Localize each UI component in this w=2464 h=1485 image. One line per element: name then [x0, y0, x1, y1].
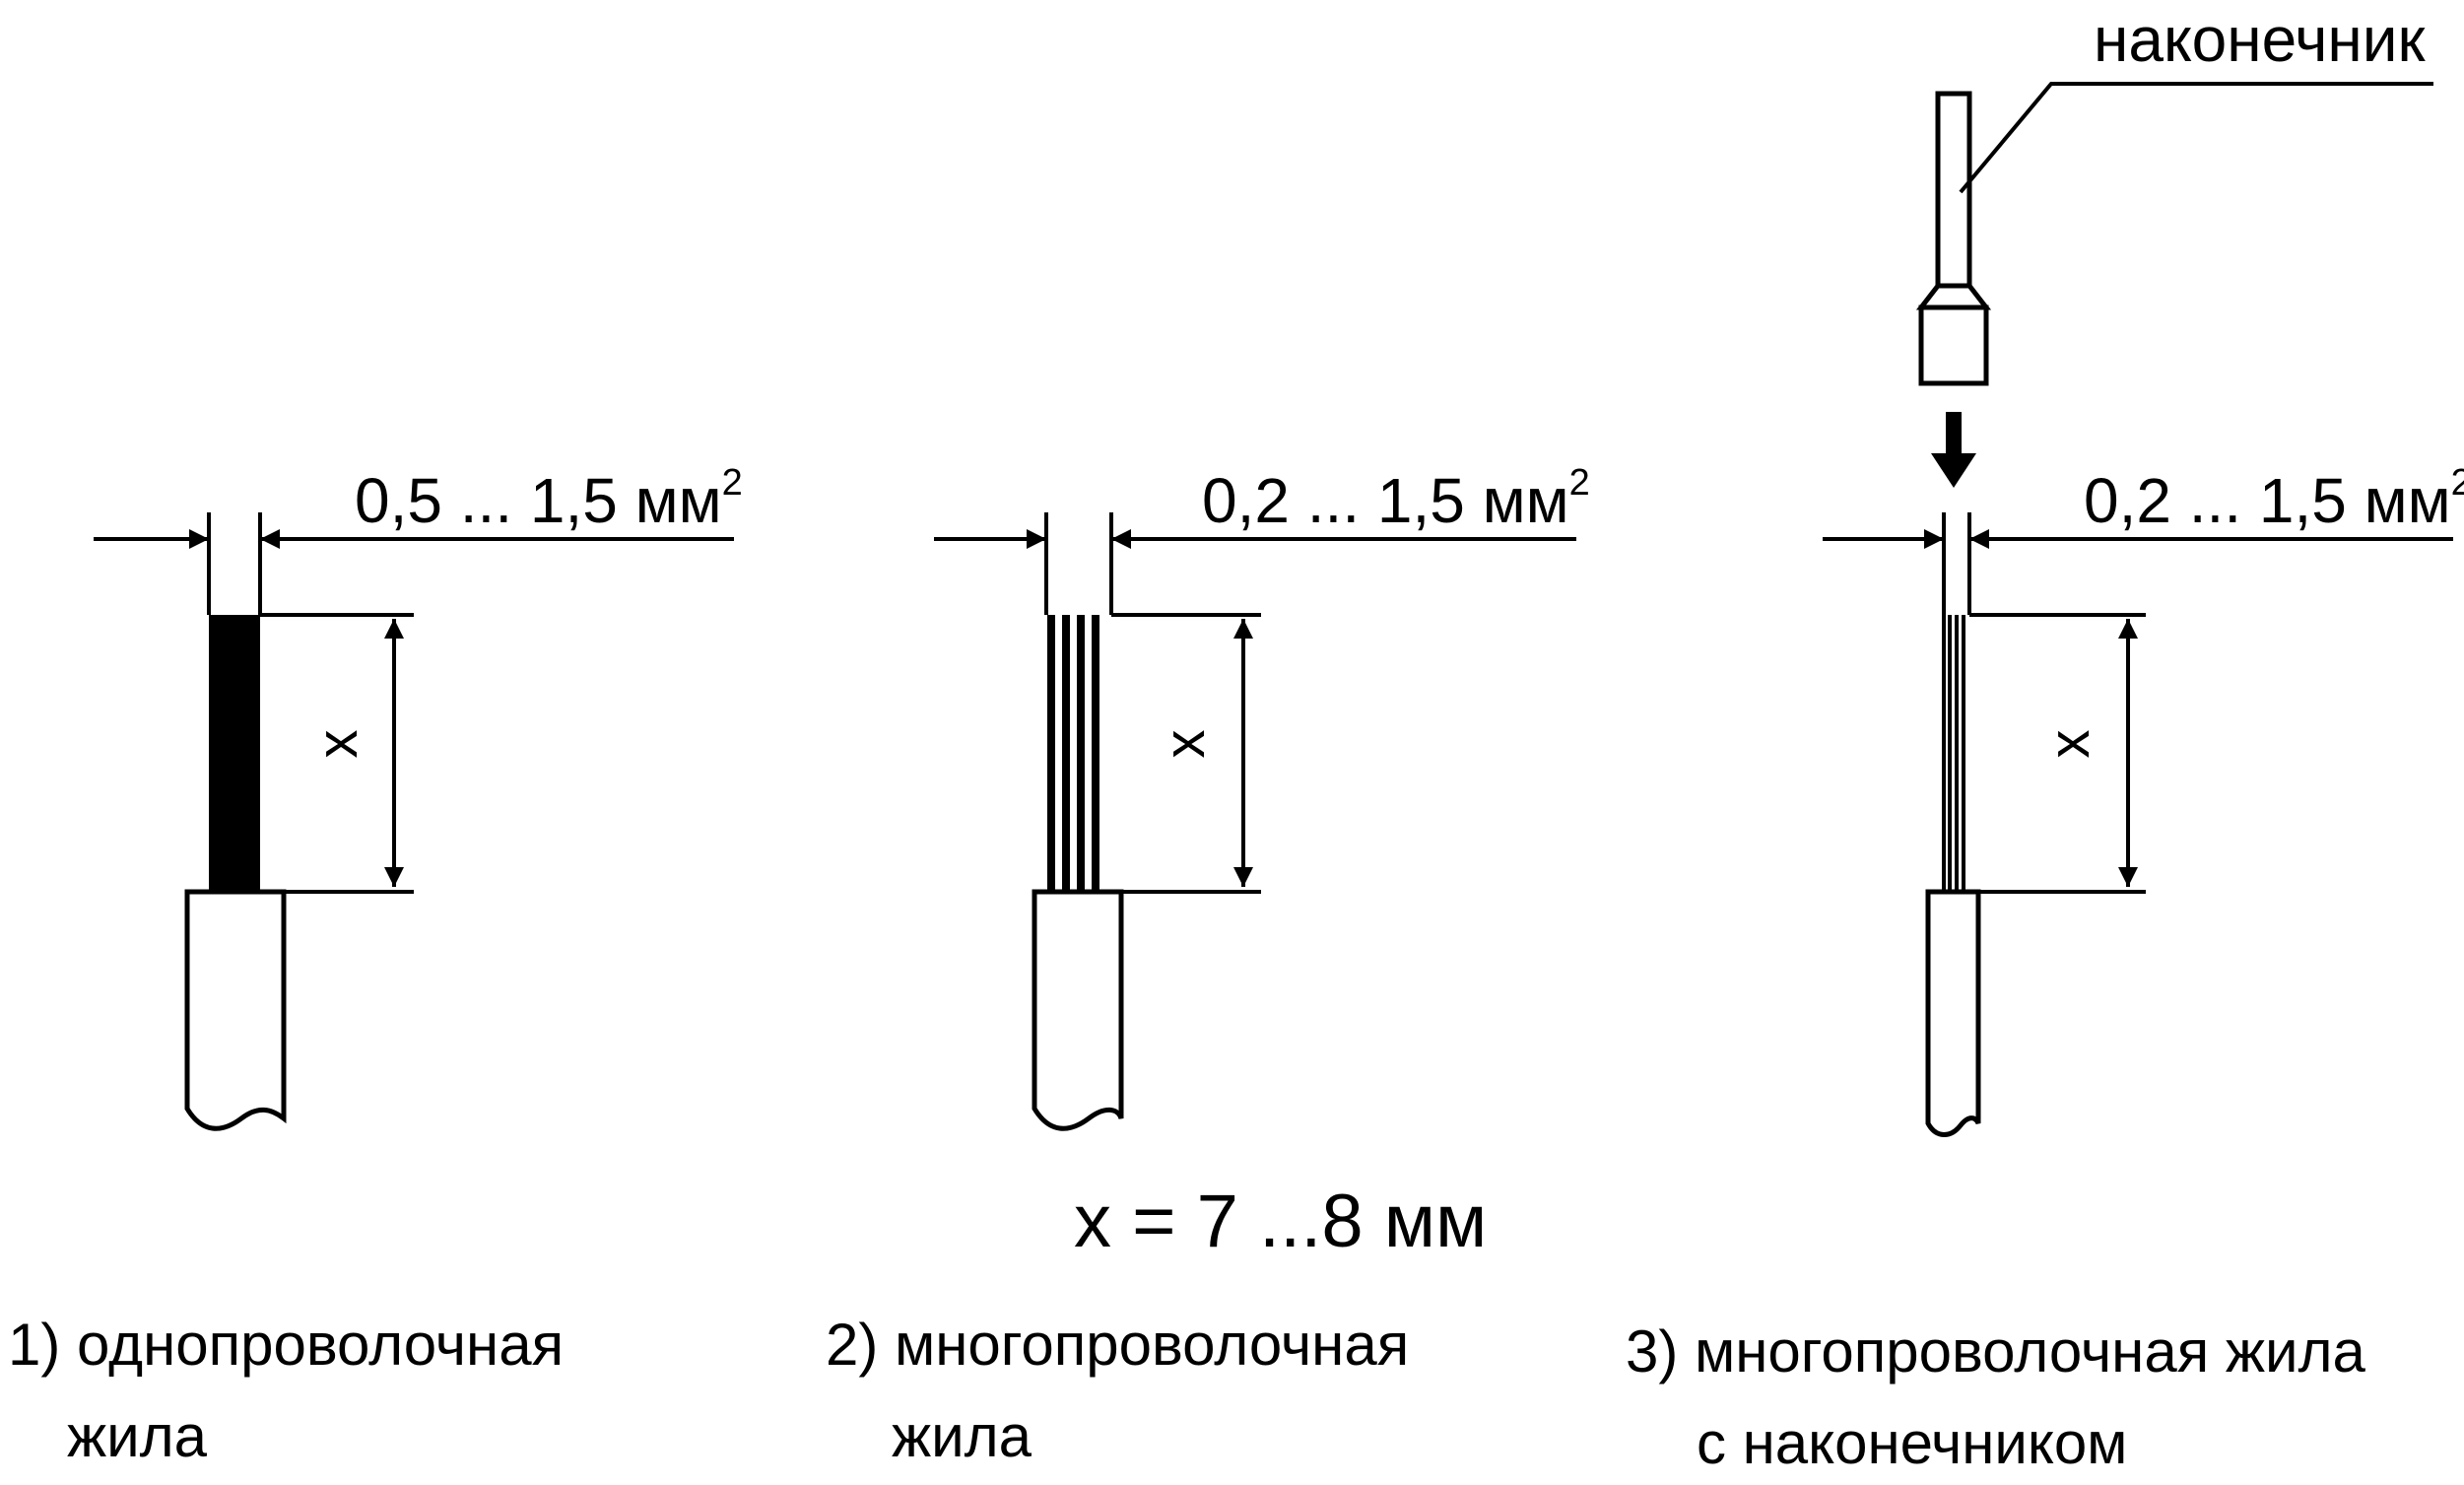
insertion-arrow-icon	[1931, 412, 1976, 488]
strip-length-formula: x = 7 ...8 мм	[1074, 1180, 1487, 1263]
cross-section-label: 0,2 ... 1,5 мм2	[2084, 462, 2464, 536]
solid-conductor	[209, 615, 260, 892]
wire-insulation	[1032, 889, 1124, 1131]
wire-insulation	[1925, 889, 1981, 1137]
ferrule-leader-line	[1959, 82, 2433, 194]
caption-line2: жила	[892, 1403, 1032, 1469]
cross-section-label: 0,2 ... 1,5 мм2	[1202, 462, 1590, 536]
panel-ferrule-wire: наконечник 0,2 ... 1,5 мм2 x 3) многопро…	[1626, 4, 2464, 1476]
caption-line2: с наконечником	[1697, 1410, 2127, 1476]
panel-stranded-wire: 0,2 ... 1,5 мм2 x 2) многопроволочная жи…	[826, 462, 1590, 1469]
ferrule-icon	[1915, 91, 1992, 386]
dimension-x-label: x	[1153, 730, 1217, 759]
caption-line1: 3) многопроволочная жила	[1626, 1318, 2366, 1384]
ferrule-label: наконечник	[2094, 4, 2427, 75]
dimension-x-label: x	[305, 730, 369, 759]
dimension-x-label: x	[2037, 730, 2101, 759]
cross-section-label: 0,5 ... 1,5 мм2	[355, 462, 743, 536]
caption-line1: 2) многопроволочная	[826, 1312, 1409, 1378]
caption-line1: 1) однопроволочная	[8, 1312, 564, 1378]
caption-line2: жила	[67, 1403, 208, 1469]
wire-insulation	[184, 889, 287, 1131]
panel-solid-wire: 0,5 ... 1,5 мм2 x 1) однопроволочная жил…	[8, 462, 743, 1469]
